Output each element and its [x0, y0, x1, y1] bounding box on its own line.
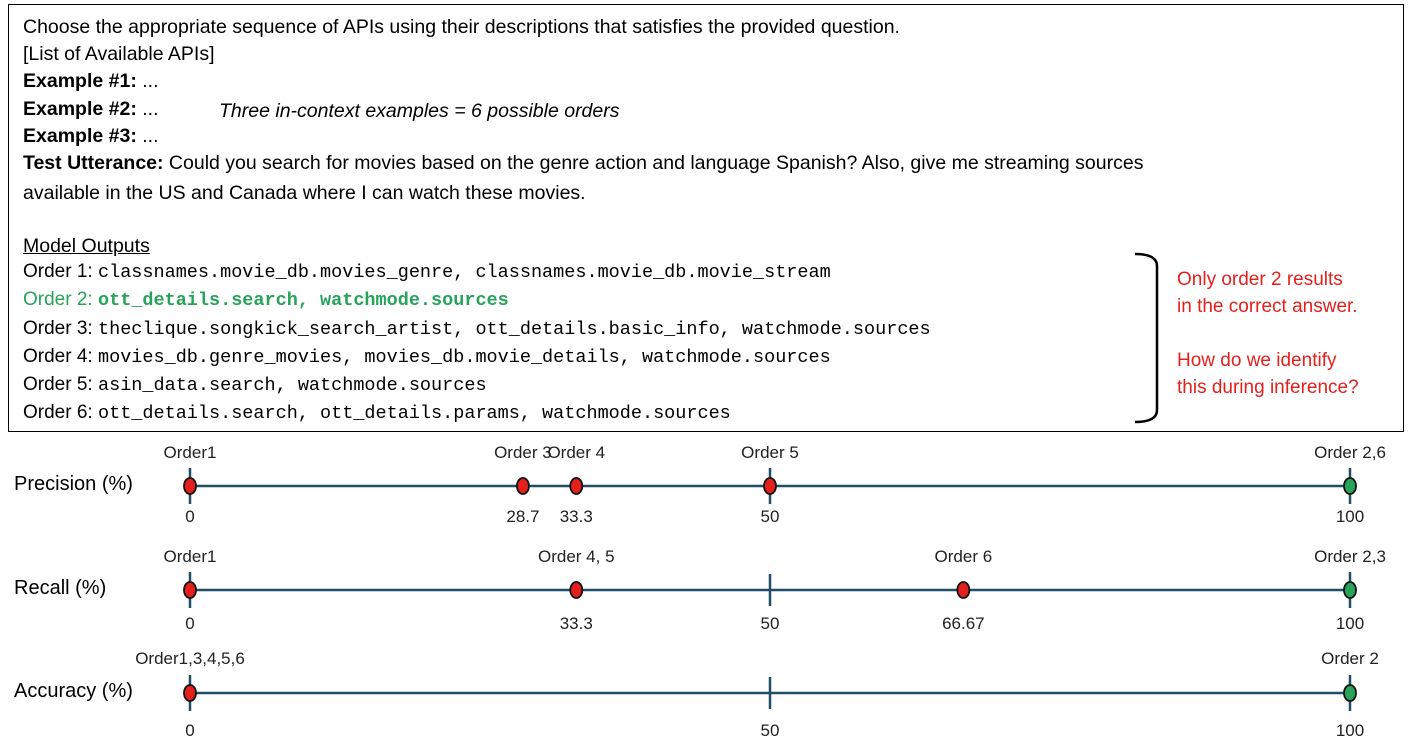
example-1: Example #1: ... — [23, 69, 158, 93]
order-name-label: Order 6 — [934, 547, 993, 566]
order-apis: asin_data.search, watchmode.sources — [97, 375, 487, 396]
marker-value-label: 28.7 — [506, 507, 540, 526]
marker-value-label: 100 — [1335, 614, 1365, 633]
order-label: Order 2: — [23, 289, 98, 310]
tick-value-label: 50 — [760, 614, 780, 633]
prompt-box: Choose the appropriate sequence of APIs … — [8, 4, 1404, 432]
example-text: ... — [136, 98, 159, 120]
correct-order-marker — [1343, 477, 1357, 495]
correct-order-marker — [1343, 581, 1357, 599]
model-outputs-heading: Model Outputs — [23, 235, 150, 257]
order-name-label: Order 2,6 — [1314, 443, 1386, 462]
order-name-label: Order 3 — [494, 443, 552, 462]
marker-value-label: 33.3 — [559, 614, 593, 633]
example-3: Example #3: ... — [23, 124, 158, 148]
order-5-row: Order 5: asin_data.search, watchmode.sou… — [23, 373, 487, 398]
order-label: Order 1: — [23, 261, 98, 282]
order-label: Order 6: — [23, 402, 98, 423]
example-label: Example #2: — [23, 98, 137, 120]
order-apis: theclique.songkick_search_artist, ott_de… — [97, 319, 931, 340]
incorrect-order-marker — [516, 477, 530, 495]
test-utterance-label: Test Utterance: — [23, 152, 164, 174]
note-line-1: Only order 2 results — [1177, 269, 1343, 290]
note-line-3: How do we identify — [1177, 350, 1337, 371]
example-label: Example #3: — [23, 125, 137, 147]
order-name-label: Order1,3,4,5,6 — [135, 649, 245, 668]
test-utterance-line-2: available in the US and Canada where I c… — [23, 182, 586, 204]
order-apis: ott_details.search, ott_details.params, … — [97, 403, 731, 424]
incorrect-order-marker — [183, 477, 197, 495]
marker-value-label: 100 — [1335, 721, 1365, 740]
marker-value-label: 100 — [1335, 507, 1365, 526]
order-name-label: Order1 — [163, 547, 217, 566]
tick-value-label: 50 — [760, 721, 780, 740]
marker-value-label: 66.67 — [942, 614, 985, 633]
metric-label: Precision (%) — [14, 473, 133, 495]
order-name-label: Order 5 — [741, 443, 799, 462]
api-list-text: [List of Available APIs] — [23, 43, 215, 65]
order-name-label: Order1 — [163, 443, 217, 462]
incorrect-order-marker — [763, 477, 777, 495]
incorrect-order-marker — [183, 581, 197, 599]
order-name-label: Order 4 — [547, 443, 606, 462]
metric-label: Accuracy (%) — [14, 680, 133, 702]
order-apis: classnames.movie_db.movies_genre, classn… — [97, 262, 831, 283]
incorrect-order-marker — [569, 581, 584, 599]
incorrect-order-marker — [569, 477, 584, 495]
order-apis: movies_db.genre_movies, movies_db.movie_… — [97, 347, 831, 368]
examples-note: Three in-context examples = 6 possible o… — [219, 100, 620, 122]
order-3-row: Order 3: theclique.songkick_search_artis… — [23, 317, 931, 342]
marker-value-label: 0 — [185, 721, 195, 740]
correct-order-marker — [1343, 684, 1357, 702]
order-label: Order 5: — [23, 374, 98, 395]
order-label: Order 3: — [23, 318, 98, 339]
example-text: ... — [136, 125, 159, 147]
order-name-label: Order 2,3 — [1314, 547, 1386, 566]
instruction-text: Choose the appropriate sequence of APIs … — [23, 16, 900, 38]
marker-value-label: 0 — [185, 614, 195, 633]
example-label: Example #1: — [23, 70, 137, 92]
order-4-row: Order 4: movies_db.genre_movies, movies_… — [23, 345, 831, 370]
order-2-row: Order 2: ott_details.search, watchmode.s… — [23, 288, 509, 313]
test-utterance-line-1: Test Utterance: Could you search for mov… — [23, 151, 1143, 175]
order-6-row: Order 6: ott_details.search, ott_details… — [23, 401, 731, 426]
test-utterance-text: Could you search for movies based on the… — [163, 152, 1144, 174]
marker-value-label: 50 — [760, 507, 780, 526]
order-apis: ott_details.search, watchmode.sources — [97, 290, 509, 311]
marker-value-label: 33.3 — [559, 507, 593, 526]
order-name-label: Order 4, 5 — [537, 547, 615, 566]
order-label: Order 4: — [23, 346, 98, 367]
order-1-row: Order 1: classnames.movie_db.movies_genr… — [23, 260, 831, 285]
metric-label: Recall (%) — [14, 577, 107, 599]
note-line-4: this during inference? — [1177, 377, 1359, 398]
incorrect-order-marker — [956, 581, 971, 599]
example-2: Example #2: ... — [23, 97, 158, 121]
order-name-label: Order 2 — [1321, 649, 1379, 668]
example-text: ... — [136, 70, 159, 92]
marker-value-label: 0 — [185, 507, 195, 526]
note-line-2: in the correct answer. — [1177, 296, 1358, 317]
incorrect-order-marker — [183, 684, 197, 702]
bracket-shape — [1134, 252, 1159, 424]
